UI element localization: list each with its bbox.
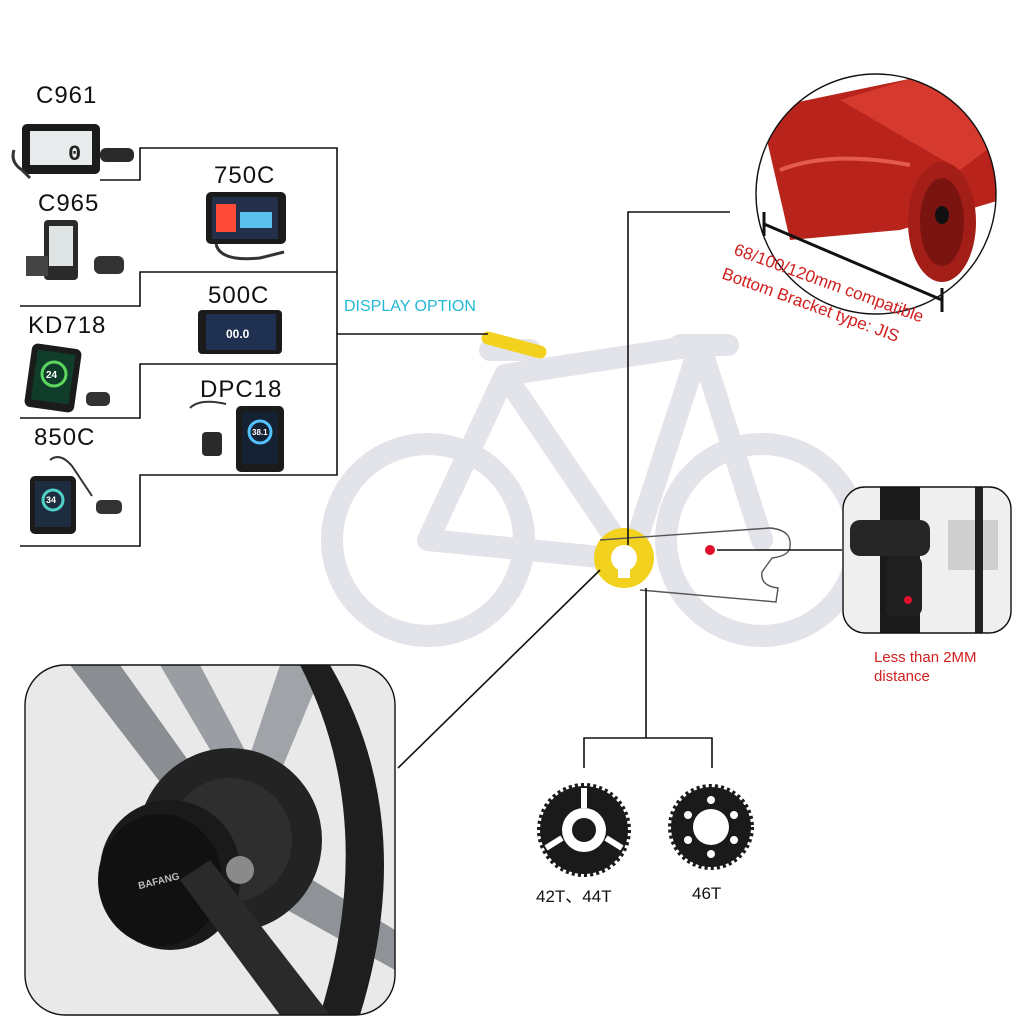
display-850c-label: 850C bbox=[34, 424, 96, 451]
display-kd718-image bbox=[24, 343, 110, 413]
display-500c-screen: 00.0 bbox=[226, 327, 250, 341]
display-option-label: DISPLAY OPTION bbox=[344, 298, 476, 315]
bottom-bracket-highlight bbox=[594, 528, 654, 588]
bracket-width-indicator bbox=[762, 212, 944, 312]
sensor-distance-line2: distance bbox=[874, 668, 930, 685]
display-750c-image bbox=[206, 192, 286, 261]
display-750c-label: 750C bbox=[214, 162, 276, 189]
bottom-bracket-frame-photo bbox=[756, 74, 996, 314]
sensor-closeup-photo bbox=[843, 487, 1011, 633]
display-850c-image bbox=[30, 456, 122, 534]
display-dpc18-screen: 38.1 bbox=[252, 428, 268, 437]
chainring-42t-44t-label: 42T、44T bbox=[536, 887, 612, 906]
display-c965-image bbox=[26, 220, 124, 280]
display-dpc18-label: DPC18 bbox=[200, 376, 283, 403]
display-kd718-label: KD718 bbox=[28, 312, 107, 339]
chainring-46t-label: 46T bbox=[692, 884, 722, 903]
display-500c-image bbox=[198, 310, 282, 354]
seat-highlight bbox=[481, 331, 547, 359]
sensor-distance-note: Less than 2MM distance bbox=[874, 648, 977, 686]
connector-lines bbox=[20, 147, 842, 769]
chainring-46t-image bbox=[668, 784, 754, 870]
display-c965-label: C965 bbox=[38, 190, 100, 217]
sensor-distance-line1: Less than 2MM bbox=[874, 649, 977, 666]
sensor-magnet-dot bbox=[705, 545, 715, 555]
bicycle-silhouette bbox=[321, 334, 869, 647]
motor-photo bbox=[25, 665, 395, 1015]
display-c961-image bbox=[11, 124, 134, 180]
display-dpc18-image bbox=[189, 400, 284, 472]
bottom-bracket-photo-frame bbox=[755, 73, 997, 315]
display-500c-label: 500C bbox=[208, 282, 270, 309]
sensor-outline bbox=[599, 527, 791, 603]
display-kd718-screen: 24 bbox=[46, 370, 58, 381]
display-c961-screen: 0 bbox=[68, 142, 81, 167]
sensor-photo-frame bbox=[842, 486, 1012, 634]
chainring-42t-44t-image bbox=[537, 783, 631, 877]
display-c961-label: C961 bbox=[36, 82, 98, 109]
display-850c-screen: 34 bbox=[46, 495, 56, 505]
motor-photo-frame bbox=[24, 664, 396, 1016]
